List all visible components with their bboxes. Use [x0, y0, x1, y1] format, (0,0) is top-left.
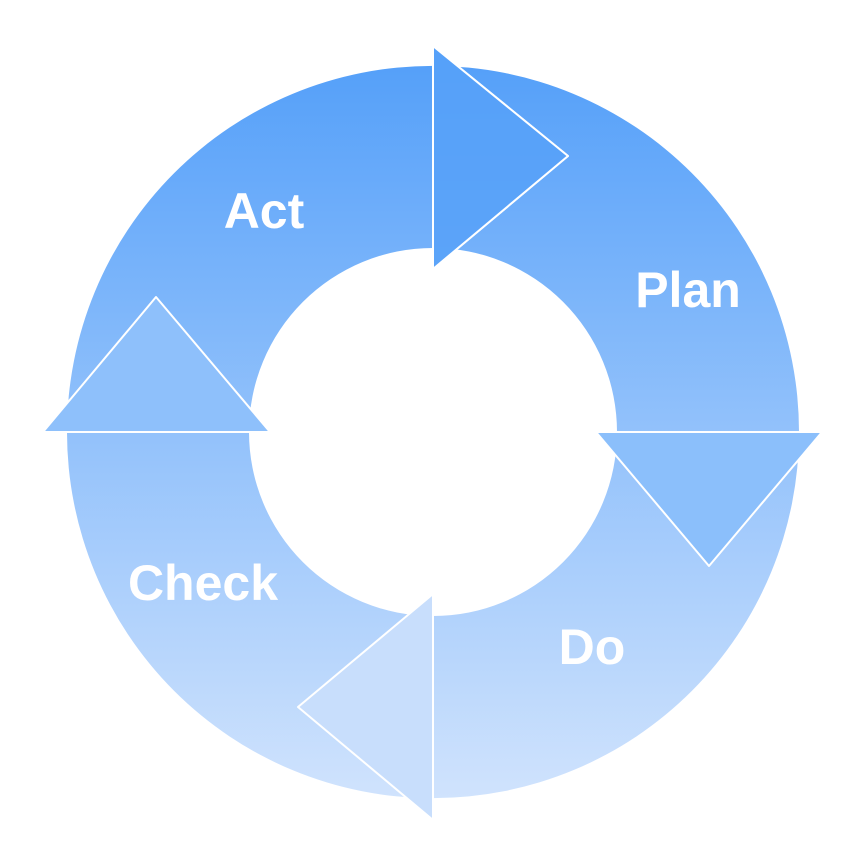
arrow-plan-to-do [595, 431, 823, 567]
stage-label-plan: Plan [635, 262, 741, 318]
stage-label-check: Check [128, 555, 278, 611]
arrow-do-to-check [297, 593, 434, 821]
arrow-act-to-plan-overlay [432, 45, 569, 270]
arrow-check-to-act [42, 296, 271, 433]
stage-label-do: Do [559, 619, 626, 675]
stage-label-act: Act [224, 183, 305, 239]
cycle-ring [66, 65, 800, 799]
